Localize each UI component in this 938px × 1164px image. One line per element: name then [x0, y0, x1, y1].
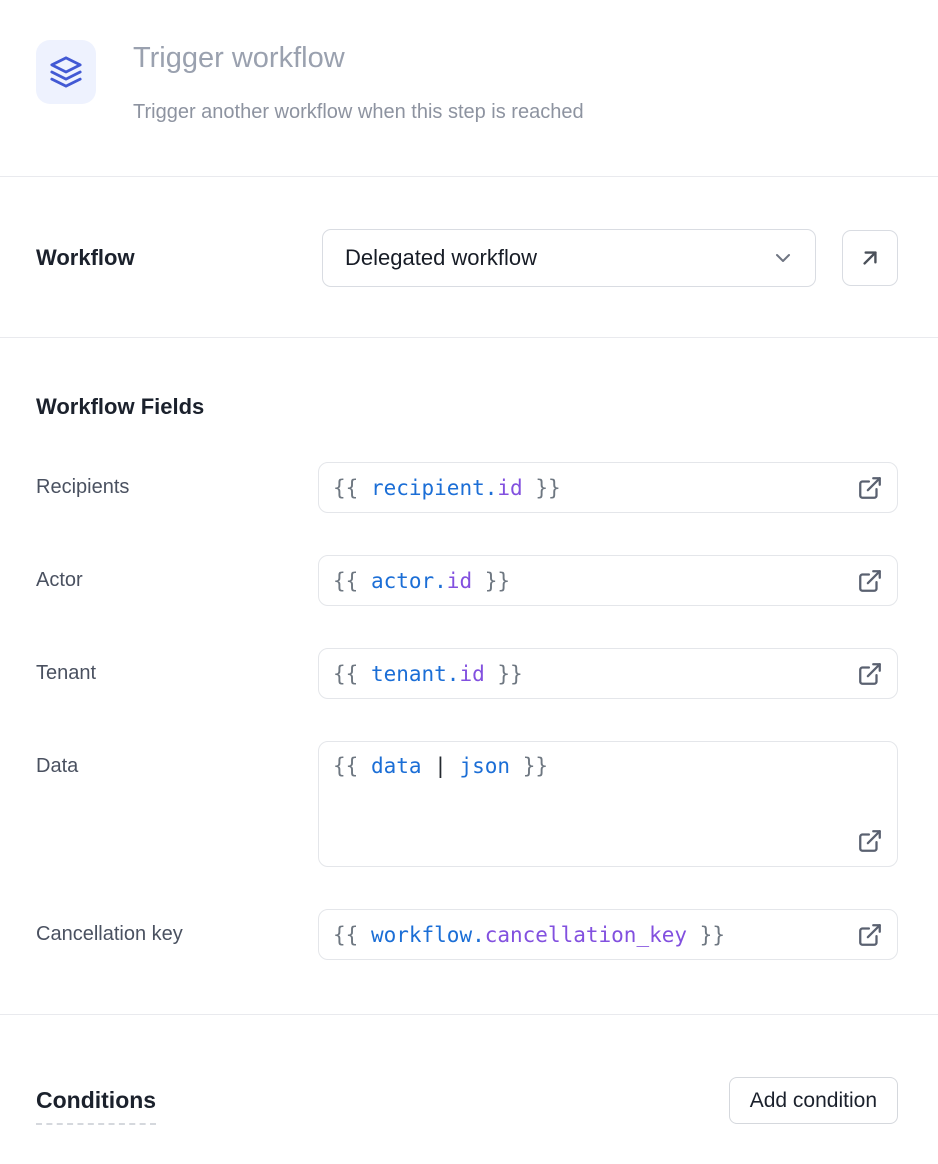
field-code-input[interactable]: {{ tenant.id }} [318, 648, 898, 699]
field-code-value: {{ actor.id }} [333, 568, 511, 593]
workflow-label: Workflow [36, 245, 135, 270]
external-link-icon[interactable] [857, 568, 883, 594]
step-header: Trigger workflow Trigger another workflo… [0, 0, 938, 177]
external-link-icon[interactable] [857, 475, 883, 501]
workflow-field-row: Actor {{ actor.id }} [36, 555, 898, 606]
external-link-icon[interactable] [857, 828, 883, 854]
add-condition-button[interactable]: Add condition [728, 1077, 898, 1124]
open-workflow-button[interactable] [842, 230, 898, 286]
conditions-section: Conditions Add condition [0, 1015, 938, 1125]
field-code-value: {{ workflow.cancellation_key }} [333, 922, 725, 947]
conditions-heading: Conditions [36, 1087, 157, 1125]
field-code-value: {{ data | json }} [333, 754, 548, 778]
field-label: Actor [36, 569, 83, 591]
field-label: Data [36, 755, 79, 777]
field-code-input[interactable]: {{ workflow.cancellation_key }} [318, 909, 898, 960]
workflow-fields-list: Recipients {{ recipient.id }} Actor {{ a… [36, 462, 898, 960]
field-code-input[interactable]: {{ recipient.id }} [318, 462, 898, 513]
layers-icon [49, 55, 83, 89]
chevron-down-icon [771, 246, 795, 270]
step-header-text: Trigger workflow Trigger another workflo… [133, 40, 584, 176]
step-icon-box [36, 40, 96, 104]
workflow-field-row: Tenant {{ tenant.id }} [36, 648, 898, 699]
workflow-fields-heading: Workflow Fields [36, 394, 205, 419]
arrow-up-right-icon [857, 245, 883, 271]
workflow-fields-section: Workflow Fields Recipients {{ recipient.… [0, 338, 938, 1015]
field-code-value: {{ tenant.id }} [333, 661, 523, 686]
external-link-icon[interactable] [857, 661, 883, 687]
field-label: Cancellation key [36, 923, 183, 945]
field-code-input[interactable]: {{ data | json }} [318, 741, 898, 867]
step-subtitle: Trigger another workflow when this step … [133, 101, 584, 123]
workflow-field-row: Cancellation key {{ workflow.cancellatio… [36, 909, 898, 960]
workflow-field-row: Data {{ data | json }} [36, 741, 898, 867]
field-label: Tenant [36, 662, 97, 684]
field-code-input[interactable]: {{ actor.id }} [318, 555, 898, 606]
field-label: Recipients [36, 476, 130, 498]
workflow-select[interactable]: Delegated workflow [322, 229, 816, 287]
field-code-value: {{ recipient.id }} [333, 475, 561, 500]
step-title[interactable]: Trigger workflow [133, 42, 345, 74]
workflow-selector-section: Workflow Delegated workflow [0, 177, 938, 338]
workflow-field-row: Recipients {{ recipient.id }} [36, 462, 898, 513]
external-link-icon[interactable] [857, 922, 883, 948]
workflow-select-value: Delegated workflow [345, 245, 537, 270]
